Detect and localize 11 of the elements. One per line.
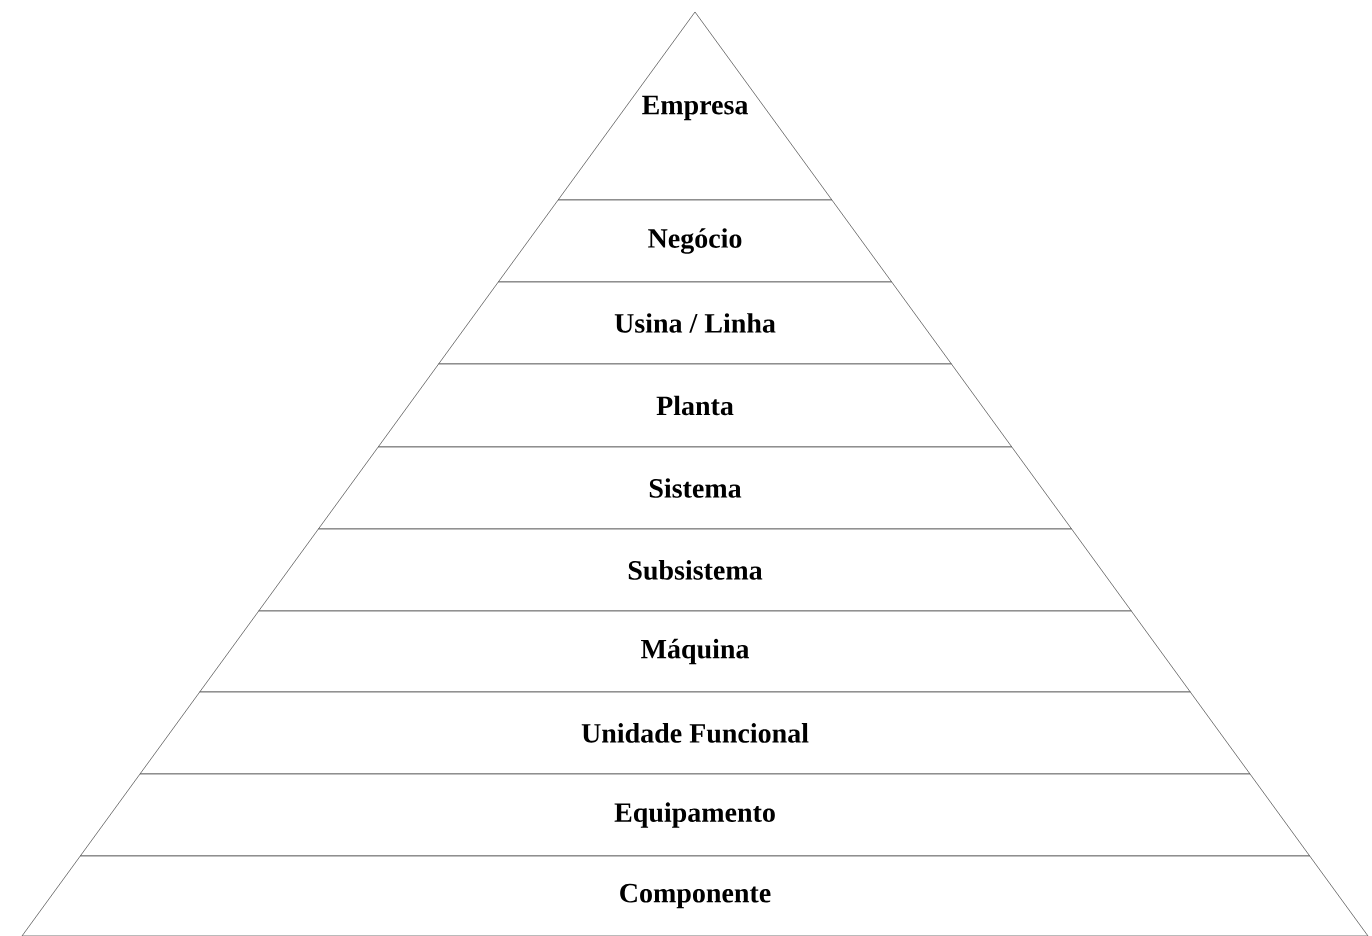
pyramid-band: Equipamento — [79, 773, 1311, 857]
pyramid-band: Empresa — [557, 11, 833, 201]
pyramid-band: Subsistema — [258, 528, 1132, 612]
pyramid-band: Máquina — [199, 610, 1191, 693]
node-label: Componente — [620, 883, 771, 909]
pyramid-band: Componente — [21, 855, 1369, 936]
pyramid-band: Usina / Linha — [438, 281, 952, 365]
pyramid-band: Sistema — [318, 446, 1072, 530]
pyramid-band: Negócio — [497, 199, 893, 283]
pyramid-band: Planta — [377, 363, 1013, 448]
pyramid-band: Unidade Funcional — [139, 691, 1251, 775]
